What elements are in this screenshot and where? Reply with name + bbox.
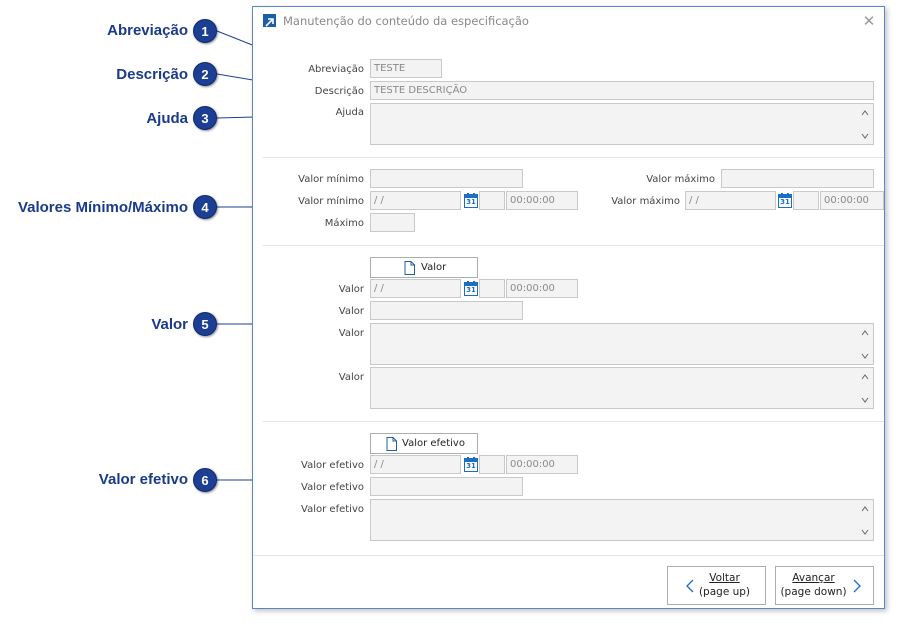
valor-button[interactable]: Valor: [370, 257, 478, 278]
valor-text-field[interactable]: [370, 301, 523, 320]
annotation-label-valor: Valor: [151, 316, 188, 333]
valor-maximo-date-label: Valor máximo: [611, 196, 680, 207]
chevron-up-icon[interactable]: [861, 109, 869, 117]
valor-text-label: Valor: [338, 306, 364, 317]
valor-button-label: Valor: [421, 262, 447, 273]
chevron-left-icon: [686, 579, 694, 593]
document-icon: [386, 437, 397, 451]
section-divider: [263, 157, 884, 158]
chevron-down-icon[interactable]: [861, 528, 869, 536]
chevron-down-icon[interactable]: [861, 396, 869, 404]
maximo-label: Máximo: [324, 218, 364, 229]
annotation-label-descricao: Descrição: [116, 66, 188, 83]
chevron-right-icon: [853, 579, 861, 593]
valor-minimo-field[interactable]: [370, 169, 523, 188]
annotation-label-valor-efetivo: Valor efetivo: [98, 471, 188, 488]
ajuda-memo[interactable]: [370, 103, 874, 145]
annotation-badge-3: 3: [193, 106, 217, 130]
app-arrow-icon: [263, 14, 276, 27]
valor-maximo-time-field[interactable]: 00:00:00: [820, 191, 884, 210]
voltar-button[interactable]: Voltar (page up): [667, 566, 766, 605]
valor-date-label: Valor: [338, 284, 364, 295]
descricao-field[interactable]: TESTE DESCRIÇÃO: [370, 81, 874, 100]
document-icon: [404, 261, 415, 275]
annotation-badge-5: 5: [193, 312, 217, 336]
valor-maximo-field[interactable]: [721, 169, 874, 188]
avancar-button[interactable]: Avançar (page down): [775, 566, 874, 605]
dialog-title-bar: Manutenção do conteúdo da especificação …: [253, 7, 884, 35]
abreviacao-label: Abreviação: [308, 64, 364, 75]
valor-memo-2[interactable]: [370, 367, 874, 409]
annotation-badge-4: 4: [193, 195, 217, 219]
dialog-title: Manutenção do conteúdo da especificação: [283, 14, 529, 28]
valor-maximo-label: Valor máximo: [646, 174, 715, 185]
calendar-icon[interactable]: 31: [464, 281, 478, 296]
valor-efetivo-button[interactable]: Valor efetivo: [370, 433, 478, 454]
annotation-label-ajuda: Ajuda: [146, 110, 188, 127]
valor-date-field[interactable]: / /: [370, 279, 461, 298]
abreviacao-field[interactable]: TESTE: [370, 59, 442, 78]
section-divider: [263, 245, 884, 246]
ajuda-label: Ajuda: [335, 107, 364, 118]
chevron-up-icon[interactable]: [861, 505, 869, 513]
avancar-shortcut: (page down): [780, 586, 847, 598]
descricao-label: Descrição: [314, 86, 364, 97]
chevron-down-icon[interactable]: [861, 132, 869, 140]
valor-efetivo-extra-field[interactable]: [479, 455, 505, 474]
valor-efetivo-date-field[interactable]: / /: [370, 455, 461, 474]
specification-dialog: Manutenção do conteúdo da especificação …: [252, 6, 885, 609]
voltar-label: Voltar: [709, 572, 740, 584]
valor-memo-label: Valor: [338, 328, 364, 339]
footer-divider: [253, 555, 884, 556]
annotation-badge-2: 2: [193, 62, 217, 86]
valor-maximo-extra-field[interactable]: [793, 191, 819, 210]
annotation-label-valores-minimo-maximo: Valores Mínimo/Máximo: [17, 199, 188, 216]
valor-memo[interactable]: [370, 323, 874, 365]
valor-minimo-time-field[interactable]: 00:00:00: [506, 191, 578, 210]
chevron-up-icon[interactable]: [861, 373, 869, 381]
valor-efetivo-button-label: Valor efetivo: [402, 438, 465, 449]
valor-minimo-date-field[interactable]: / /: [370, 191, 461, 210]
valor-efetivo-text-label: Valor efetivo: [301, 482, 364, 493]
valor-efetivo-time-field[interactable]: 00:00:00: [506, 455, 578, 474]
valor-minimo-label: Valor mínimo: [298, 174, 364, 185]
valor-efetivo-date-label: Valor efetivo: [301, 460, 364, 471]
calendar-icon[interactable]: 31: [778, 193, 792, 208]
chevron-up-icon[interactable]: [861, 329, 869, 337]
valor-maximo-date-field[interactable]: / /: [685, 191, 776, 210]
valor-efetivo-memo[interactable]: [370, 499, 874, 541]
annotation-badge-1: 1: [193, 19, 217, 43]
valor-efetivo-memo-label: Valor efetivo: [301, 504, 364, 515]
annotation-badge-6: 6: [193, 468, 217, 492]
voltar-shortcut: (page up): [698, 586, 751, 598]
section-divider: [263, 421, 884, 422]
calendar-icon[interactable]: 31: [464, 193, 478, 208]
annotation-label-abreviacao: Abreviação: [107, 22, 188, 39]
calendar-icon[interactable]: 31: [464, 457, 478, 472]
valor-memo2-label: Valor: [338, 372, 364, 383]
valor-minimo-date-label: Valor mínimo: [298, 196, 364, 207]
valor-minimo-extra-field[interactable]: [479, 191, 505, 210]
valor-time-field[interactable]: 00:00:00: [506, 279, 578, 298]
avancar-label: Avançar: [792, 572, 835, 584]
valor-efetivo-text-field[interactable]: [370, 477, 523, 496]
close-icon[interactable]: ✕: [862, 12, 876, 30]
chevron-down-icon[interactable]: [861, 352, 869, 360]
valor-extra-field[interactable]: [479, 279, 505, 298]
maximo-field[interactable]: [370, 213, 415, 232]
